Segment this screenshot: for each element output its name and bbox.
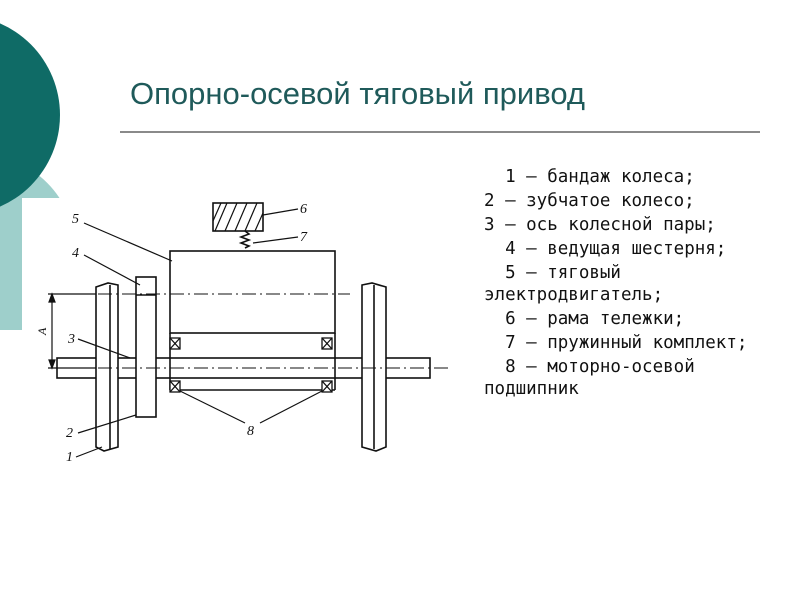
bogie-frame — [212, 202, 264, 232]
legend-item: 3 — ось колесной пары; — [484, 215, 716, 235]
motor-axle-bearings — [169, 337, 333, 393]
traction-drive-diagram: 5 4 3 2 1 6 7 8 A — [35, 202, 450, 465]
callout-1: 1 — [66, 450, 73, 465]
legend-list: 1 — бандаж колеса; 2 — зубчатое колесо; … — [484, 166, 784, 402]
legend-item: 7 — пружинный комплект; — [484, 333, 748, 353]
callout-7: 7 — [300, 230, 308, 245]
legend-item: 2 — зубчатое колесо; — [484, 191, 695, 211]
legend-item: 4 — ведущая шестерня; — [484, 239, 727, 259]
legend-item: 8 — моторно-осевой подшипник — [484, 357, 706, 399]
left-wheel — [95, 282, 119, 452]
callout-6: 6 — [300, 202, 307, 217]
callout-4: 4 — [72, 246, 79, 261]
slide-title: Опорно-осевой тяговый привод — [130, 76, 585, 111]
legend-item: 6 — рама тележки; — [484, 309, 685, 329]
callout-2: 2 — [66, 426, 73, 441]
spring-set — [238, 230, 252, 249]
legend-item: 5 — тяговый электродвигатель; — [484, 263, 664, 305]
callout-8: 8 — [247, 424, 254, 439]
gear-wheel — [135, 276, 157, 418]
legend-item: 1 — бандаж колеса; — [484, 167, 695, 187]
traction-motor — [169, 250, 336, 334]
title-divider — [120, 131, 760, 133]
dimension-a — [48, 292, 96, 370]
decor-circle-dark — [0, 23, 60, 207]
dimension-a-label: A — [35, 327, 49, 336]
callout-3: 3 — [67, 332, 75, 347]
callout-5: 5 — [72, 212, 79, 227]
